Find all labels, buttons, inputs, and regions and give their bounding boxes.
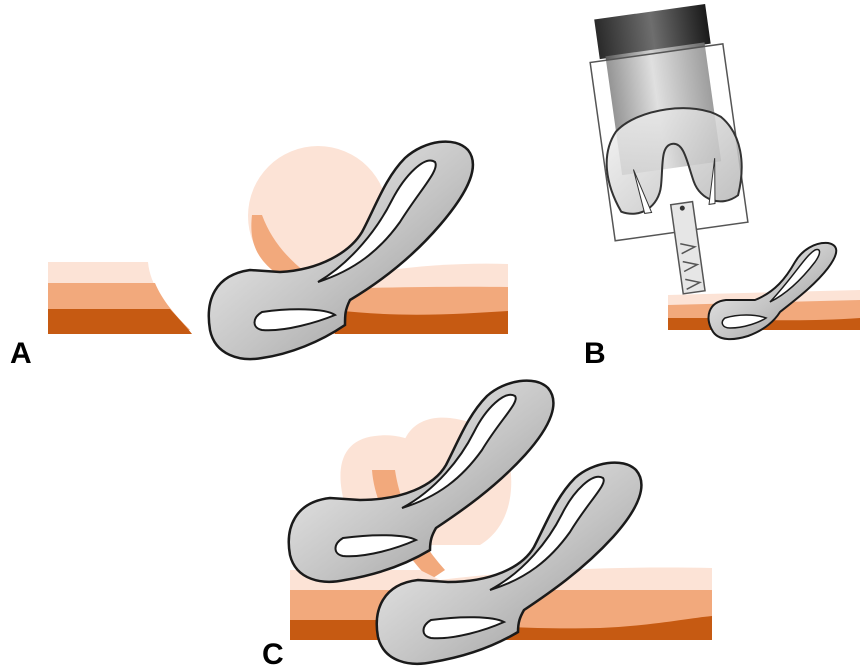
- panel-label-c: C: [262, 638, 284, 669]
- panel-c: C: [262, 381, 712, 669]
- panel-label-b: B: [584, 337, 606, 370]
- panel-b-applicator: [584, 2, 759, 302]
- panel-a: A: [10, 142, 508, 370]
- skin-layer-bottom: [48, 309, 192, 334]
- panel-b: B: [584, 2, 860, 370]
- panel-label-a: A: [10, 337, 32, 370]
